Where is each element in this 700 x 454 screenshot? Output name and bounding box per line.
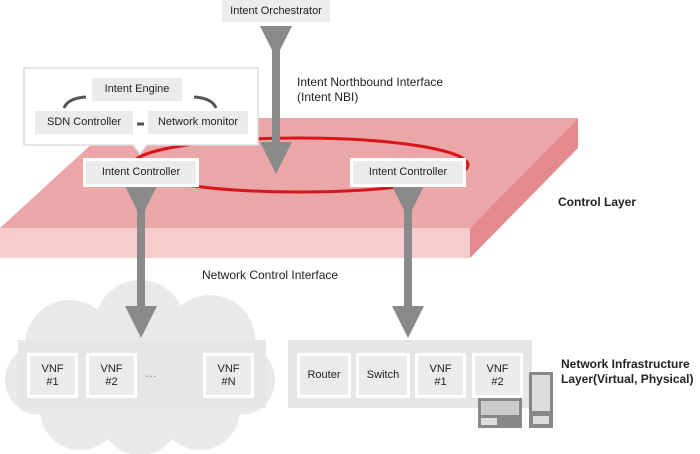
vnf-number: #1 <box>434 375 447 388</box>
vnf-number: #N <box>221 375 236 388</box>
intent-orchestrator: Intent Orchestrator <box>222 0 330 22</box>
vnf-name: VNF <box>486 362 509 375</box>
router: Router <box>297 353 351 398</box>
switch: Switch <box>356 353 410 398</box>
control-layer-label: Control Layer <box>558 195 637 209</box>
vnf-number: #1 <box>46 375 59 388</box>
vnf-number: #2 <box>105 375 118 388</box>
keyboard-icon <box>478 398 522 428</box>
intent-controller-right: Intent Controller <box>350 158 466 187</box>
network-monitor: Network monitor <box>148 111 248 134</box>
physical-vnf-2: VNF#2 <box>472 353 523 398</box>
cloud-vnf-n: VNF#N <box>203 353 254 398</box>
control-plane-front <box>0 228 470 258</box>
infra-label-line1: Network Infrastructure <box>561 357 690 371</box>
vnf-name: VNF <box>41 362 64 375</box>
infra-label-line2: Layer(Virtual, Physical) <box>561 372 694 386</box>
engine-link-right <box>193 95 218 109</box>
ellipsis: … <box>145 366 157 380</box>
nbi-label-line1: Intent Northbound Interface <box>297 75 444 89</box>
server-tower-icon <box>529 372 553 428</box>
vnf-name: VNF <box>429 362 452 375</box>
sdn-controller: SDN Controller <box>35 111 133 134</box>
vnf-number: #2 <box>491 375 504 388</box>
control-plane-side <box>470 118 578 258</box>
network-control-interface-label: Network Control Interface <box>202 268 339 282</box>
nbi-label-line2: (Intent NBI) <box>297 90 359 104</box>
cloud-vnf-2: VNF#2 <box>86 353 137 398</box>
intent-controller-left: Intent Controller <box>83 158 199 187</box>
vnf-name: VNF <box>100 362 123 375</box>
physical-vnf-1: VNF#1 <box>415 353 466 398</box>
cloud-vnf-1: VNF#1 <box>27 353 78 398</box>
vnf-name: VNF <box>217 362 240 375</box>
engine-link-left <box>62 95 87 109</box>
intent-engine: Intent Engine <box>92 78 182 101</box>
